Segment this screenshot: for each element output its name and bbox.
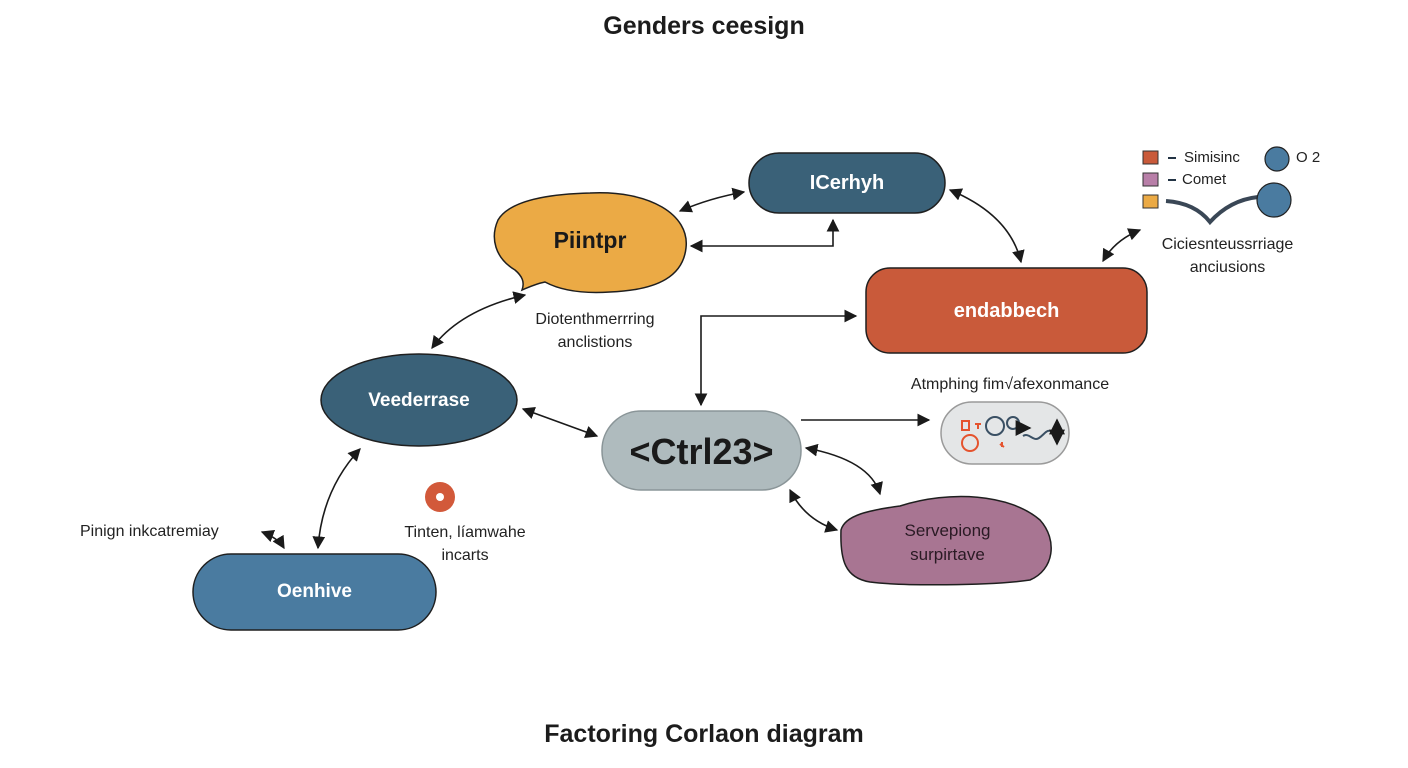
annotation-tinten-line-2: incarts	[441, 547, 489, 564]
edge-ctrl23-endabbech	[694, 309, 858, 407]
donut-hole	[436, 493, 444, 501]
node-endabbech-label[interactable]: endabbech	[953, 299, 1060, 322]
node-oenhive-shape[interactable]	[192, 553, 437, 631]
node-piintpr-label[interactable]: Piintpr	[553, 226, 627, 253]
annotation-atmphing: Atmphing fim√afexonmance	[910, 376, 1110, 393]
node-servepiong-shape[interactable]	[840, 495, 1052, 586]
edge-legend-endabbech	[1102, 228, 1142, 263]
node-servepiong-label[interactable]: Servepiong surpirtave	[845, 515, 1050, 571]
legend-swatch-yellow	[1142, 194, 1159, 209]
connectors	[260, 187, 1142, 550]
servepiong-line-1: Servepiong	[904, 521, 991, 540]
tools-pill-shape[interactable]	[940, 401, 1070, 465]
node-piintpr-shape[interactable]	[493, 192, 687, 294]
node-icerhyh-shape[interactable]	[748, 152, 946, 214]
node-oenhive-label[interactable]: Oenhive	[277, 581, 352, 602]
edge-ctrl23-servepiong-2	[789, 488, 839, 533]
annotation-diotenth: Diotenthmerrring anclistions	[500, 308, 690, 354]
legend-curve	[1165, 195, 1259, 226]
legend	[1142, 146, 1292, 226]
tee-icon	[975, 423, 981, 429]
legend-circle-o2	[1264, 146, 1290, 172]
edge-veederrase-oenhive	[312, 448, 361, 550]
edge-pinign-oenhive	[260, 530, 285, 550]
annotation-diotenth-line-1: Diotenthmerrring	[535, 311, 655, 328]
node-ctrl23-shape[interactable]	[601, 410, 802, 491]
edge-icerhyh-piintpr	[689, 218, 840, 253]
square-icon	[961, 420, 970, 431]
node-endabbech-shape[interactable]	[865, 267, 1148, 354]
wave-icon	[1022, 429, 1054, 440]
small-mark-icon	[999, 442, 1005, 448]
annotation-ciciesn-line-2: anciusions	[1189, 259, 1266, 276]
annotation-pinign: Pinign inkcatremiay	[80, 523, 219, 540]
ring-icon	[961, 434, 979, 452]
tools-icon-group	[961, 416, 1065, 452]
annotation-diotenth-line-2: anclistions	[557, 334, 633, 351]
annotation-ciciesn-line-1: Ciciesnteussrriage	[1161, 236, 1294, 253]
edge-piintpr-veederrase	[431, 291, 527, 350]
annotation-tinten: Tinten, líamwahe incarts	[380, 521, 550, 567]
legend-label-comet: Comet	[1182, 171, 1227, 188]
annotation-ciciesn: Ciciesnteussrriage anciusions	[1140, 233, 1315, 279]
node-ctrl23-label[interactable]: <Ctrl23>	[629, 431, 774, 472]
legend-swatch-comet	[1142, 172, 1159, 187]
edge-icerhyh-endabbech	[948, 188, 1025, 264]
edge-piintpr-icerhyh	[678, 187, 746, 213]
circle-icon	[985, 416, 1005, 436]
node-veederrase-shape[interactable]	[320, 353, 518, 447]
diagram-title: Genders ceesign	[603, 12, 805, 40]
node-icerhyh-label[interactable]: ICerhyh	[809, 171, 885, 194]
servepiong-line-2: surpirtave	[910, 545, 985, 564]
legend-label-simisinc: Simisinc	[1184, 149, 1240, 166]
legend-swatch-simisinc	[1142, 150, 1159, 165]
node-veederrase-label[interactable]: Veederrase	[368, 390, 470, 411]
diagram-caption: Factoring Corlaon diagram	[544, 720, 864, 748]
annotation-tinten-line-1: Tinten, líamwahe	[404, 524, 526, 541]
edge-veederrase-ctrl23	[521, 406, 599, 439]
edge-ctrl23-servepiong	[804, 443, 883, 496]
legend-label-o2: O 2	[1296, 149, 1321, 166]
legend-circle-large	[1256, 182, 1292, 218]
